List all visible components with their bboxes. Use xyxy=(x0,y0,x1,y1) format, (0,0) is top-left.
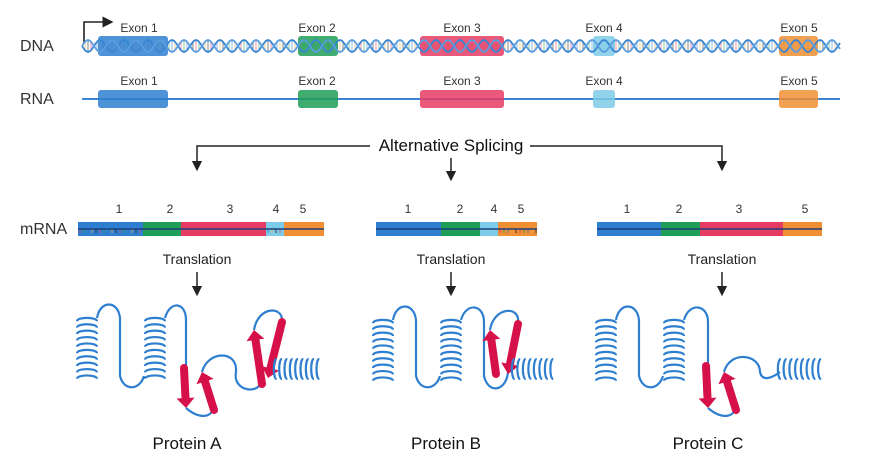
rna-exon-1-block xyxy=(98,90,168,108)
protein-c-helix-2 xyxy=(662,318,686,382)
protein-a-strand-2 xyxy=(196,372,218,414)
protein-a-strand-1 xyxy=(176,364,195,408)
rna-exon-2-block xyxy=(298,90,338,108)
rna-exon-3-block xyxy=(420,90,504,108)
dna-exon-3-label: Exon 3 xyxy=(443,21,481,35)
dna-exon-2-label: Exon 2 xyxy=(298,21,336,35)
rna-exon-4-label: Exon 4 xyxy=(585,74,623,88)
mrna-b-exon-4-number: 4 xyxy=(490,202,498,216)
rna-exon-4-block xyxy=(593,90,615,108)
dna-exon-4-block xyxy=(593,36,615,56)
protein-a-helix-3 xyxy=(272,357,320,381)
protein-b-loop-2 xyxy=(459,306,510,390)
mrna-b-exon-2-number: 2 xyxy=(456,202,464,216)
protein-c-loop-4 xyxy=(722,355,781,380)
rna-exon-1-label: Exon 1 xyxy=(120,74,158,88)
dna-exon-1-label: Exon 1 xyxy=(120,21,158,35)
protein-c-strand-2 xyxy=(718,372,740,414)
splicing-connectors xyxy=(191,145,728,182)
mrna-c-exon-1-number: 1 xyxy=(623,202,631,216)
dna-exon-2-block xyxy=(298,36,338,56)
protein-a-strand-3 xyxy=(246,330,266,388)
rna-exon-5-label: Exon 5 xyxy=(780,74,818,88)
protein-c-label: Protein C xyxy=(672,434,744,453)
mrna-b-exon-5-number: 5 xyxy=(517,202,525,216)
protein-structures xyxy=(75,303,822,417)
rna-exon-3-label: Exon 3 xyxy=(443,74,481,88)
rna-strand xyxy=(82,90,840,108)
protein-b-loop-1 xyxy=(391,305,442,389)
protein-b-strand-1 xyxy=(482,330,501,378)
dna-exon-4-label: Exon 4 xyxy=(585,21,623,35)
protein-b-loop-3 xyxy=(488,309,520,331)
protein-a-loop-5 xyxy=(252,309,284,331)
mrna-a-exon-2-number: 2 xyxy=(166,202,174,216)
dna-double-helix xyxy=(81,36,841,56)
protein-b-helix-2 xyxy=(439,318,463,382)
mrna-label: mRNA xyxy=(20,221,68,238)
dna-label: DNA xyxy=(20,38,54,55)
translation-label-c: Translation xyxy=(687,251,757,267)
protein-c-loop-2 xyxy=(682,306,710,364)
protein-c-helix-1 xyxy=(594,318,618,382)
translation-arrows xyxy=(191,272,728,297)
mrna-c-exon-3-number: 3 xyxy=(735,202,743,216)
protein-b-strand-2 xyxy=(501,320,522,374)
transcription-start-arrow xyxy=(83,16,114,43)
mrna-c-exon-2-number: 2 xyxy=(675,202,683,216)
protein-b-helix-3 xyxy=(510,357,554,381)
rna-label: RNA xyxy=(20,91,54,108)
mrna-a-exon-3-number: 3 xyxy=(226,202,234,216)
protein-a-loop-1 xyxy=(95,303,146,389)
protein-b-helix-1 xyxy=(371,318,395,382)
protein-a-strand-4 xyxy=(261,318,286,378)
mrna-a-exon-1-number: 1 xyxy=(115,202,123,216)
mrna-a-exon-5-number: 5 xyxy=(299,202,307,216)
rna-exon-2-label: Exon 2 xyxy=(298,74,336,88)
protein-a-helix-1 xyxy=(75,316,99,380)
dna-exon-5-label: Exon 5 xyxy=(780,21,818,35)
mrna-bars xyxy=(78,222,822,236)
mrna-c-exon-5-number: 5 xyxy=(801,202,809,216)
mrna-a-exon-4-number: 4 xyxy=(272,202,280,216)
rna-exon-5-block xyxy=(779,90,818,108)
protein-c-helix-3 xyxy=(776,357,822,381)
translation-label-a: Translation xyxy=(162,251,232,267)
protein-a-label: Protein A xyxy=(152,434,222,453)
protein-a-helix-2 xyxy=(143,316,167,380)
translation-label-b: Translation xyxy=(416,251,486,267)
protein-c-strand-1 xyxy=(698,362,717,408)
protein-c-loop-1 xyxy=(614,305,665,389)
protein-b-label: Protein B xyxy=(411,434,481,453)
alternative-splicing-title: Alternative Splicing xyxy=(374,137,528,154)
mrna-b-exon-1-number: 1 xyxy=(404,202,412,216)
protein-a-loop-4 xyxy=(200,354,264,391)
